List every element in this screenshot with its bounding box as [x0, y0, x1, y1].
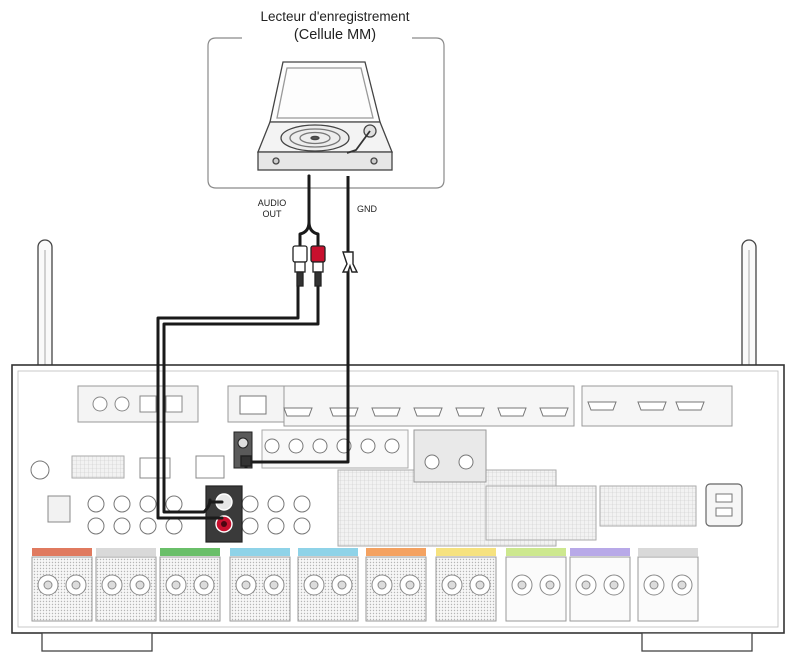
source-device-subtitle: (Cellule MM) [293, 27, 377, 43]
speaker-binding-post-core [517, 580, 527, 590]
speaker-binding-post-core [199, 580, 209, 590]
rca-plug-white [292, 245, 308, 287]
foot-right [641, 632, 753, 652]
rca-plug-red [310, 245, 326, 287]
speaker-binding-post-core [649, 580, 659, 590]
speaker-binding-post-core [677, 580, 687, 590]
speaker-binding-post-core [107, 580, 117, 590]
speaker-binding-post-core [609, 580, 619, 590]
speaker-binding-post-core [545, 580, 555, 590]
foot-left [41, 632, 153, 652]
speaker-binding-post-core [337, 580, 347, 590]
speaker-binding-post-core [405, 580, 415, 590]
speaker-zone-color-band [32, 548, 92, 556]
speaker-binding-post-core [581, 580, 591, 590]
audio-out-label: AUDIO OUT [257, 198, 287, 219]
gnd-spade-connector [240, 251, 359, 467]
speaker-binding-post-core [171, 580, 181, 590]
speaker-terminal-zones [31, 548, 699, 622]
speaker-binding-post-core [475, 580, 485, 590]
speaker-zone-color-band [298, 548, 358, 556]
speaker-zone-color-band [366, 548, 426, 556]
speaker-zone-color-band [96, 548, 156, 556]
source-device-frame [207, 37, 445, 189]
speaker-binding-post-core [71, 580, 81, 590]
speaker-zone-color-band [160, 548, 220, 556]
speaker-binding-post-core [309, 580, 319, 590]
audio-cable [156, 174, 320, 520]
speaker-binding-post-core [377, 580, 387, 590]
speaker-zone-color-band [506, 548, 566, 556]
turntable-icon [257, 61, 393, 171]
source-device-title: Lecteur d'enregistrement [260, 9, 410, 24]
speaker-binding-post-core [43, 580, 53, 590]
speaker-zone-color-band [436, 548, 496, 556]
speaker-binding-post-core [241, 580, 251, 590]
speaker-zone-color-band [570, 548, 630, 556]
speaker-zone-color-band [638, 548, 698, 556]
gnd-label: GND [357, 204, 377, 214]
speaker-binding-post-core [135, 580, 145, 590]
speaker-zone-color-band [230, 548, 290, 556]
speaker-binding-post-core [447, 580, 457, 590]
receiver-rear-panel [11, 364, 785, 634]
speaker-binding-post-core [269, 580, 279, 590]
